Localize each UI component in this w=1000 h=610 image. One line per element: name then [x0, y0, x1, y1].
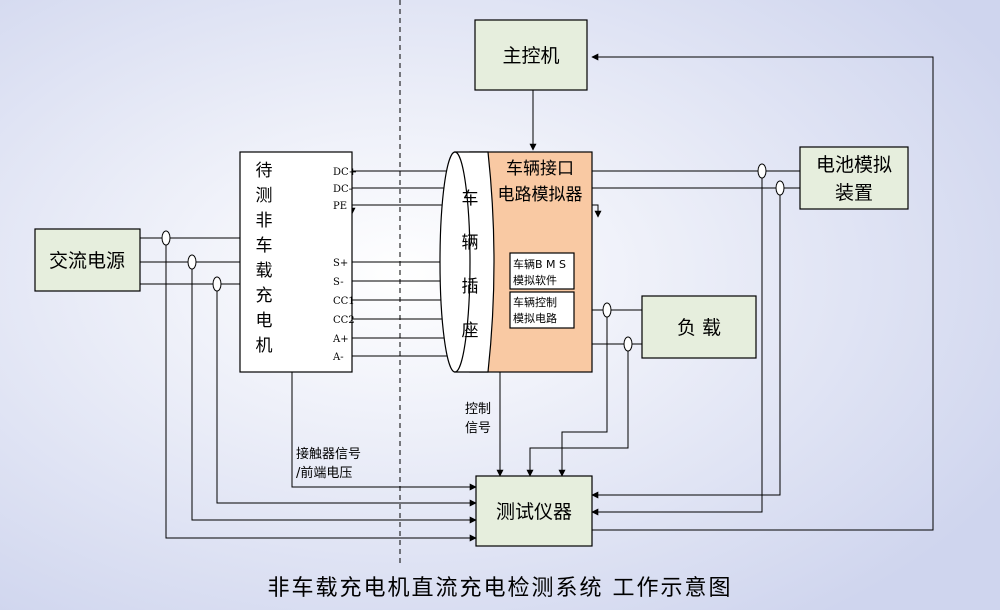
charger-char: 测	[256, 186, 273, 206]
charger-char: 机	[256, 336, 273, 356]
pin-label: DC-	[333, 184, 352, 195]
pin-label: DC+	[333, 167, 357, 178]
ac-source-box: 交流电源	[34, 228, 141, 292]
battery-label-line1: 电池模拟	[816, 154, 892, 176]
control-circuit-line1: 车辆控制	[513, 295, 557, 309]
bms-label-line2: 模拟软件	[513, 273, 557, 287]
charger-char: 非	[256, 211, 273, 231]
charger-char: 待	[256, 161, 273, 181]
interface-label-line1: 车辆接口	[506, 159, 574, 179]
pin-label: A-	[332, 352, 344, 363]
socket-char: 插	[462, 277, 479, 297]
vehicle-socket: 车 辆 插 座	[439, 151, 495, 373]
tester-box: 测试仪器	[475, 475, 593, 547]
load-label: 负 载	[677, 317, 721, 339]
pin-label: CC1	[333, 296, 355, 307]
load-box: 负 载	[641, 295, 757, 359]
charger-char: 充	[256, 286, 273, 306]
charger-char: 电	[256, 311, 273, 331]
main-controller-label: 主控机	[502, 45, 559, 67]
battery-simulator-box: 电池模拟 装置	[799, 146, 909, 210]
ac-source-label: 交流电源	[49, 250, 125, 272]
control-circuit-line2: 模拟电路	[513, 311, 557, 325]
control-signal-label-line1: 控制	[465, 402, 491, 417]
pin-label: S+	[333, 258, 348, 269]
contactor-label-line2: /前端电压	[296, 465, 352, 481]
bms-label-line1: 车辆B M S	[513, 257, 566, 271]
pin-label: PE	[333, 201, 347, 212]
socket-char: 辆	[462, 233, 479, 253]
socket-char: 车	[462, 189, 479, 209]
control-circuit-box: 车辆控制 模拟电路	[509, 291, 575, 329]
charger-char: 载	[256, 261, 273, 281]
battery-label-line2: 装置	[835, 182, 873, 204]
interface-label-line2: 电路模拟器	[498, 185, 583, 205]
charger-box: 待 测 非 车 载 充 电 机 DC+ DC- PE S+ S- CC1 CC2…	[239, 151, 357, 373]
control-signal-label-line2: 信号	[465, 421, 491, 436]
pin-label: A+	[332, 334, 349, 345]
contactor-label-line1: 接触器信号	[296, 446, 361, 462]
pin-label: CC2	[333, 315, 355, 326]
current-sensors	[161, 163, 785, 352]
bms-software-box: 车辆B M S 模拟软件	[509, 252, 575, 290]
pin-label: S-	[333, 277, 344, 288]
diagram-caption: 非车载充电机直流充电检测系统 工作示意图	[268, 576, 733, 601]
tester-label: 测试仪器	[496, 501, 572, 523]
socket-char: 座	[462, 321, 479, 341]
main-controller-box: 主控机	[474, 19, 588, 91]
charger-char: 车	[256, 236, 273, 256]
